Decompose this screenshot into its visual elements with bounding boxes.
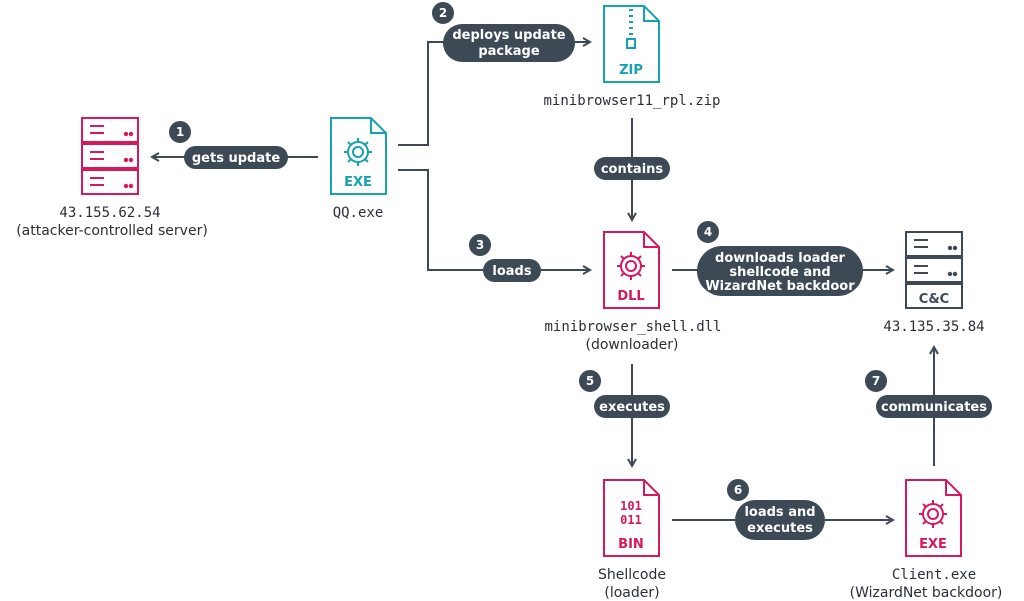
step-4-label: downloads loader shellcode and WizardNet… <box>695 219 863 296</box>
node-client-exe: EXE Client.exe (WizardNet backdoor) <box>850 479 1003 601</box>
step-6-text-line-2: executes <box>747 521 813 536</box>
shellcode-role: (loader) <box>604 585 659 601</box>
bin-file-icon: 101 011 BIN <box>603 479 660 557</box>
contains-label: contains <box>594 157 670 180</box>
step-3-number: 3 <box>476 238 484 252</box>
step-6-number: 6 <box>734 483 742 497</box>
step-4-text-line-1: downloads loader <box>715 251 846 266</box>
qq-file-type-label: EXE <box>344 175 372 190</box>
step-7-label: communicates 7 <box>863 368 992 418</box>
edge-labels: gets update 1 deploys update package 2 c… <box>167 0 992 540</box>
server-icon <box>905 231 963 309</box>
exe-gear-file-icon: EXE <box>330 117 387 195</box>
cnc-server-label: C&C <box>919 292 949 307</box>
dll-caption: minibrowser_shell.dll <box>544 319 721 335</box>
client-file-type-label: EXE <box>919 537 947 552</box>
step-5-text: executes <box>599 400 665 415</box>
node-zip-package: ZIP minibrowser11_rpl.zip <box>543 5 721 109</box>
step-4-text-line-2: shellcode and <box>729 265 830 280</box>
binary-digits-line-2: 011 <box>620 513 642 527</box>
cnc-server-ip: 43.135.35.84 <box>883 319 984 335</box>
zip-file-type-label: ZIP <box>619 63 643 78</box>
step-3-text: loads <box>492 264 531 279</box>
zipper-icon <box>626 9 636 49</box>
step-2-label: deploys update package 2 <box>430 0 575 62</box>
step-1-number: 1 <box>176 125 184 139</box>
qq-exe-caption: QQ.exe <box>333 205 384 221</box>
zip-file-icon: ZIP <box>603 5 660 83</box>
step-6-text-line-1: loads and <box>744 505 815 520</box>
contains-text: contains <box>601 162 664 177</box>
gear-icon <box>919 500 947 528</box>
step-1-label: gets update 1 <box>167 119 288 169</box>
client-exe-role: (WizardNet backdoor) <box>850 585 1003 601</box>
step-7-number: 7 <box>872 374 880 388</box>
dll-role: (downloader) <box>586 337 679 353</box>
edge-qq-to-dll <box>398 169 590 270</box>
exe-gear-file-icon: EXE <box>905 479 962 557</box>
attacker-server-ip: 43.155.62.54 <box>59 205 160 221</box>
shellcode-caption: Shellcode <box>598 567 666 583</box>
gear-icon <box>617 252 645 280</box>
binary-digits-line-1: 101 <box>620 499 642 513</box>
step-4-number: 4 <box>704 225 712 239</box>
node-attacker-server: 43.155.62.54 (attacker-controlled server… <box>16 117 208 239</box>
step-5-label: executes 5 <box>577 368 670 418</box>
step-4-text-line-3: WizardNet backdoor <box>705 279 855 294</box>
bin-file-type-label: BIN <box>618 537 644 552</box>
client-exe-caption: Client.exe <box>892 567 976 583</box>
attacker-server-description: (attacker-controlled server) <box>16 223 208 239</box>
step-1-text: gets update <box>192 151 280 166</box>
dll-gear-file-icon: DLL <box>603 231 660 309</box>
node-shellcode: 101 011 BIN Shellcode (loader) <box>598 479 666 601</box>
node-qq-exe: EXE QQ.exe <box>330 117 387 221</box>
step-2-text-line-1: deploys update <box>452 28 565 43</box>
zip-package-caption: minibrowser11_rpl.zip <box>543 93 720 109</box>
gear-icon <box>344 138 372 166</box>
step-3-label: loads 3 <box>467 232 541 282</box>
node-dll-downloader: DLL minibrowser_shell.dll (downloader) <box>544 231 722 353</box>
node-cnc-server: C&C 43.135.35.84 <box>883 231 985 335</box>
step-2-number: 2 <box>439 6 447 20</box>
step-2-text-line-2: package <box>478 44 540 59</box>
step-5-number: 5 <box>586 374 594 388</box>
server-icon <box>81 117 139 195</box>
step-6-label: loads and executes 6 <box>725 477 825 540</box>
dll-file-type-label: DLL <box>617 289 644 304</box>
step-7-text: communicates <box>881 400 987 415</box>
